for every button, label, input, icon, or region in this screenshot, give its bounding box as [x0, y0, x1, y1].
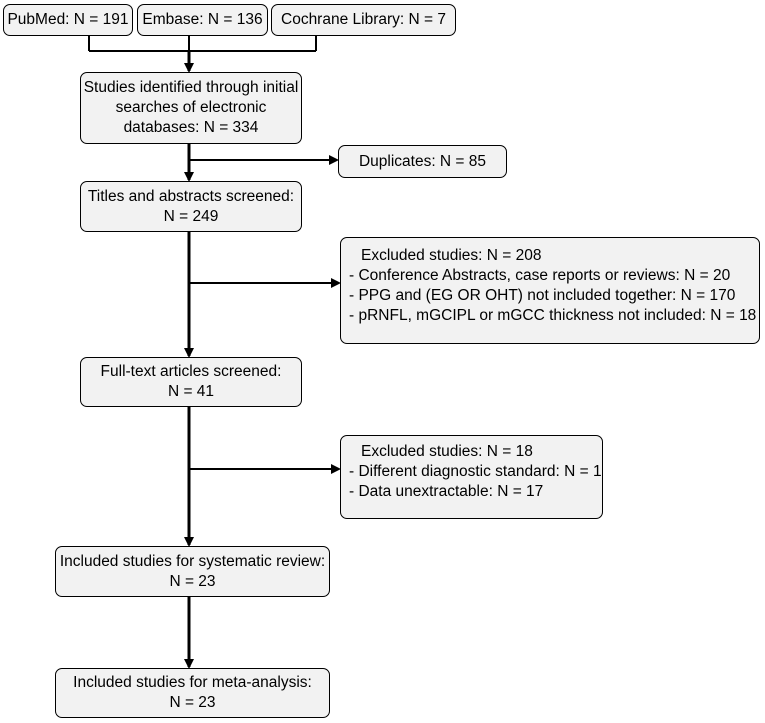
fulltext-line-1: Full-text articles screened: — [100, 363, 282, 380]
screened-line-1: Titles and abstracts screened: — [87, 187, 295, 205]
source-cochrane-box: Cochrane Library: N = 7 — [271, 4, 456, 36]
excluded-1-line-3: - PPG and (EG OR OHT) not included toget… — [349, 287, 736, 304]
systematic-line-1: Included studies for systematic review: — [59, 552, 326, 570]
systematic-line-2: N = 23 — [169, 572, 216, 590]
excluded-2-line-3: - Data unextractable: N = 17 — [349, 483, 544, 500]
systematic-box: Included studies for systematic review: … — [55, 546, 330, 597]
fulltext-box: Full-text articles screened: N = 41 — [80, 357, 302, 407]
source-pubmed-label: PubMed: N = 191 — [7, 11, 129, 28]
excluded-2-box: Excluded studies: N = 18 - Different dia… — [340, 435, 603, 519]
meta-box: Included studies for meta-analysis: N = … — [55, 668, 330, 718]
excluded-1-line-2: - Conference Abstracts, case reports or … — [349, 267, 731, 284]
duplicates-box: Duplicates: N = 85 — [338, 145, 507, 178]
meta-line-2: N = 23 — [169, 694, 216, 711]
identified-line-3: databases: N = 334 — [123, 119, 259, 136]
screened-box: Titles and abstracts screened: N = 249 — [80, 181, 302, 232]
fulltext-line-2: N = 41 — [167, 383, 215, 400]
excluded-2-line-1: Excluded studies: N = 18 — [361, 443, 533, 460]
source-embase-label: Embase: N = 136 — [142, 11, 263, 28]
excluded-1-box: Excluded studies: N = 208 - Conference A… — [340, 237, 760, 344]
source-pubmed-box: PubMed: N = 191 — [3, 4, 133, 36]
excluded-1-line-1: Excluded studies: N = 208 — [361, 247, 542, 264]
identified-box: Studies identified through initial searc… — [80, 72, 302, 144]
identified-line-2: searches of electronic — [115, 99, 267, 116]
source-cochrane-label: Cochrane Library: N = 7 — [281, 11, 446, 28]
meta-line-1: Included studies for meta-analysis: — [73, 674, 312, 691]
duplicates-label: Duplicates: N = 85 — [358, 152, 487, 170]
source-embase-box: Embase: N = 136 — [137, 4, 268, 36]
excluded-2-line-2: - Different diagnostic standard: N = 1 — [349, 463, 602, 480]
excluded-1-line-4: - pRNFL, mGCIPL or mGCC thickness not in… — [349, 307, 757, 324]
screened-line-2: N = 249 — [163, 207, 219, 225]
identified-line-1: Studies identified through initial — [83, 79, 299, 96]
source-merge-bracket — [88, 36, 317, 52]
